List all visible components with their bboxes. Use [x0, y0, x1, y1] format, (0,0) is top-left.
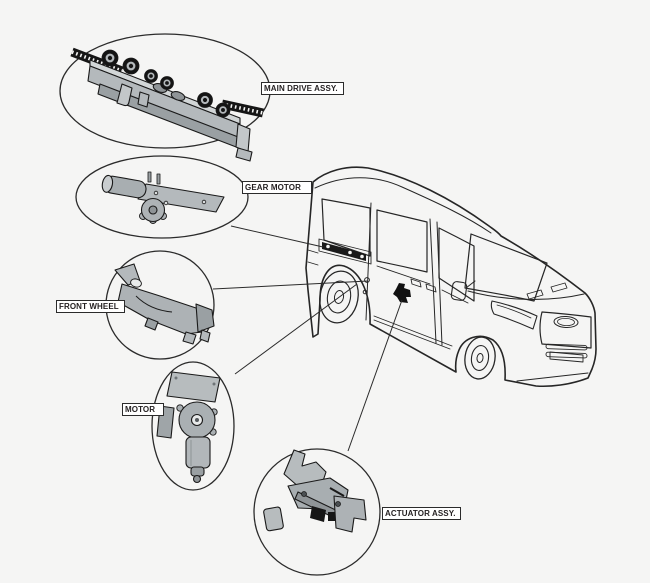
van-windshield	[464, 233, 548, 302]
part-actuator-assembly	[263, 449, 367, 533]
label-main-drive-assy: MAIN DRIVE ASSY.	[261, 82, 344, 95]
label-front-wheel: FRONT WHEEL	[56, 300, 125, 313]
van-grille-badge	[553, 315, 579, 329]
callout-actuator-assy	[253, 448, 381, 576]
part-front-wheel-bracket	[114, 263, 215, 345]
leader-lines	[212, 225, 403, 452]
van-body-outline	[305, 166, 597, 388]
van-rear-wheel	[319, 270, 359, 324]
van-illustration	[305, 166, 597, 388]
part-gear-motor	[101, 171, 225, 224]
leader-line-actuator	[347, 299, 403, 452]
callout-gear-motor	[75, 155, 249, 239]
part-main-drive-assembly	[70, 47, 264, 162]
leader-line-front-wheel	[212, 280, 369, 290]
van-drive-rail	[318, 238, 372, 265]
label-motor: MOTOR	[122, 403, 164, 416]
van-front-wheel	[464, 336, 496, 380]
callout-motor	[151, 361, 235, 491]
leader-line-gear-motor	[230, 225, 324, 248]
van-actuator-marker	[393, 283, 411, 303]
van-grille	[539, 311, 592, 359]
callout-bubbles	[59, 33, 381, 576]
label-actuator-assy: ACTUATOR ASSY.	[382, 507, 461, 520]
van-sliding-door-window	[376, 209, 428, 273]
part-motor	[156, 371, 221, 484]
label-gear-motor: GEAR MOTOR	[242, 181, 312, 194]
drive-pulleys	[101, 49, 231, 118]
van-rear-quarter-window	[321, 198, 371, 257]
van-headlight	[490, 300, 538, 330]
van-side-mirror	[450, 280, 476, 301]
van-front-door-window	[438, 227, 475, 302]
leader-line-motor	[234, 283, 358, 375]
